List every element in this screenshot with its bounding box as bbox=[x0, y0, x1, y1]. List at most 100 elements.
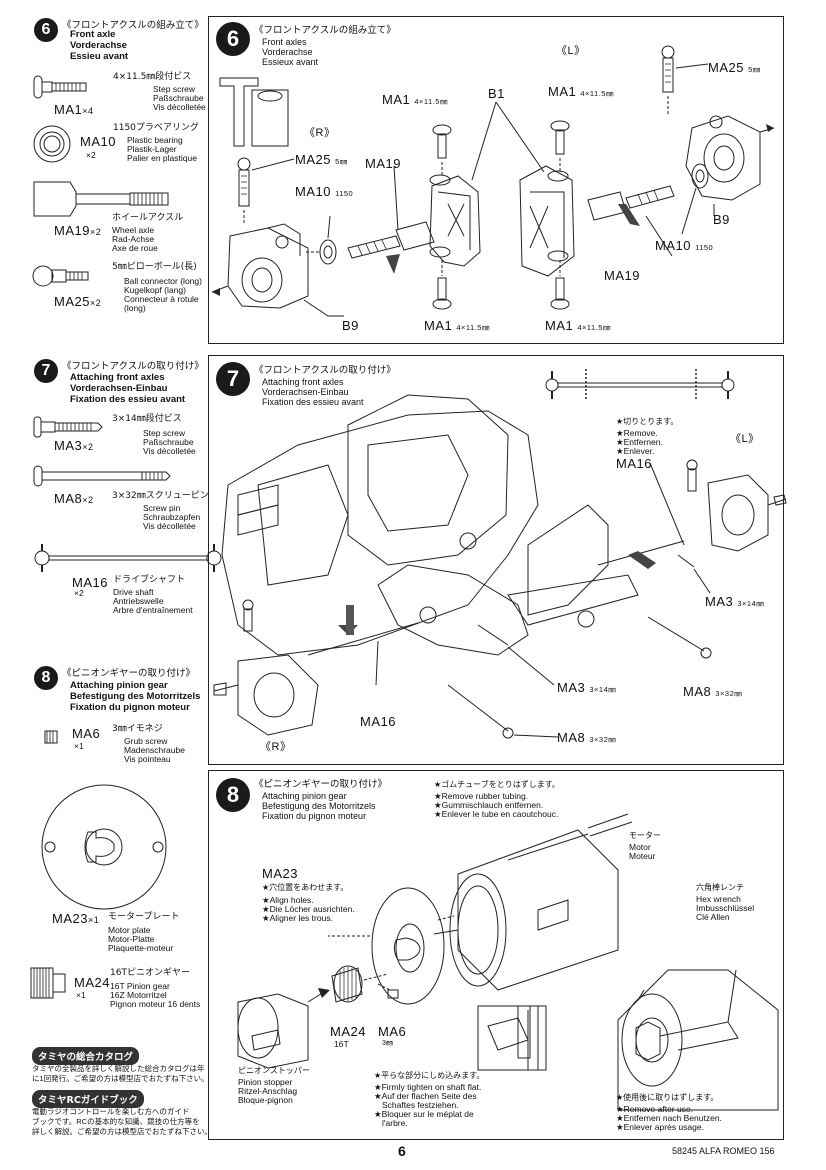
chassis-attach-diagram bbox=[213, 369, 787, 739]
part-name-fr: Plaquette-moteur bbox=[108, 943, 174, 953]
panel-6-title-de: Vorderachse bbox=[262, 47, 313, 57]
step-8-panel bbox=[208, 770, 784, 1140]
step-7-title-fr: Fixation des essieu avant bbox=[70, 394, 186, 405]
step-6-title-en: Front axle bbox=[70, 29, 116, 40]
ma6-sub: 3㎜ bbox=[382, 1040, 393, 1047]
catalog-banner: タミヤの総合カタログ bbox=[32, 1047, 140, 1065]
tighten-note-de1: ★Auf der flachen Seite des bbox=[374, 1091, 477, 1101]
tube-note-de: ★Gummischlauch entfernen. bbox=[434, 800, 544, 810]
part-name-fr2: (long) bbox=[124, 303, 146, 313]
ma23-label: MA23 bbox=[262, 866, 298, 881]
step-6-badge: 6 bbox=[34, 18, 58, 42]
part-name-jp: 3×32㎜スクリューピン bbox=[112, 491, 209, 501]
ma10-r-label: MA10 1150 bbox=[295, 184, 354, 199]
part-name-en: Plastic bearing bbox=[127, 135, 183, 145]
ma1-top-l-label: MA1 4×11.5㎜ bbox=[548, 84, 614, 99]
panel-7-title-de: Vorderachsen-Einbau bbox=[262, 387, 349, 397]
align-note-en: ★Align holes. bbox=[262, 895, 314, 905]
part-code: MA19×2 bbox=[54, 223, 102, 238]
align-note-jp: ★穴位置をあわせます。 bbox=[262, 883, 349, 892]
ma24-label: MA24 bbox=[330, 1024, 366, 1039]
hex-wrench-label-de: Imbusschlüssel bbox=[696, 903, 755, 913]
ma3-center-label: MA3 3×14㎜ bbox=[557, 680, 617, 695]
part-code: MA16 bbox=[72, 575, 108, 590]
part-name-de: Madenschraube bbox=[124, 745, 185, 755]
part-name-de: Kugelkopf (lang) bbox=[124, 285, 186, 295]
guidebook-text: ブックです。RCの基本的な知識、競技の仕方等を bbox=[32, 1117, 200, 1126]
part-name-fr: Arbre d'entraînement bbox=[113, 605, 193, 615]
panel-6-badge: 6 bbox=[216, 22, 250, 56]
drive-shaft-icon bbox=[34, 544, 222, 572]
part-name-fr: Vis décolletée bbox=[153, 102, 206, 112]
catalog-text: に1回発行。ご希望の方は模型店でおたずね下さい。 bbox=[32, 1074, 209, 1083]
part-code: MA24 bbox=[74, 975, 110, 990]
remove-note-en: ★Remove after use. bbox=[616, 1104, 694, 1114]
panel-8-title-fr: Fixation du pignon moteur bbox=[262, 811, 367, 821]
panel-7-title-en: Attaching front axles bbox=[262, 377, 344, 387]
hex-wrench-label-jp: 六角棒レンチ bbox=[696, 883, 744, 892]
ma8-center-label: MA8 3×32㎜ bbox=[557, 730, 617, 745]
motor-label-fr: Moteur bbox=[629, 851, 656, 861]
part-name-de: 16Z Motorritzel bbox=[110, 990, 167, 1000]
screw-pin-icon bbox=[33, 465, 171, 487]
step-6-title-fr: Essieu avant bbox=[70, 51, 129, 62]
panel-8-title-en: Attaching pinion gear bbox=[262, 791, 347, 801]
guidebook-text: 電動ラジオコントロールを楽しむ方へのガイド bbox=[32, 1107, 190, 1116]
tube-note-en: ★Remove rubber tubing. bbox=[434, 791, 529, 801]
step-screw-icon bbox=[33, 75, 87, 99]
step-8-badge: 8 bbox=[34, 666, 58, 690]
part-name-de: Paßschraube bbox=[153, 93, 204, 103]
align-note-fr: ★Aligner les trous. bbox=[262, 913, 333, 923]
ma1-top-r-label: MA1 4×11.5㎜ bbox=[382, 92, 448, 107]
part-name-jp: 3㎜イモネジ bbox=[112, 724, 163, 734]
part-name-de: Motor-Platte bbox=[108, 934, 155, 944]
part-name-en: Motor plate bbox=[108, 925, 151, 935]
part-name-jp: 4×11.5㎜段付ビス bbox=[113, 72, 192, 82]
part-qty: ×1 bbox=[74, 741, 84, 751]
part-name-jp: モータープレート bbox=[108, 912, 180, 922]
panel-7-title-fr: Fixation des essieu avant bbox=[262, 397, 364, 407]
ma25-left-label: MA25 5㎜ bbox=[295, 152, 348, 167]
b1-label: B1 bbox=[488, 86, 505, 101]
ma19-r-label: MA19 bbox=[365, 156, 401, 171]
ma16-top-label: MA16 bbox=[616, 456, 652, 471]
pinion-stopper-en: Pinion stopper bbox=[238, 1077, 293, 1087]
ball-connector-icon bbox=[32, 265, 89, 287]
catalog-text: タミヤの全製品を詳しく解説した総合カタログは年 bbox=[32, 1064, 205, 1073]
grub-screw-icon bbox=[44, 730, 58, 744]
remove-note-fr: ★Enlever après usage. bbox=[616, 1122, 704, 1132]
step-8-title-fr: Fixation du pignon moteur bbox=[70, 702, 190, 713]
ma3-right-label: MA3 3×14㎜ bbox=[705, 594, 765, 609]
step-7-panel bbox=[208, 355, 784, 765]
tighten-note-en: ★Firmly tighten on shaft flat. bbox=[374, 1082, 482, 1092]
page-number: 6 bbox=[398, 1143, 406, 1159]
part-name-fr: Pignon moteur 16 dents bbox=[110, 999, 201, 1009]
label-r: 《R》 bbox=[304, 127, 336, 139]
cut-note-jp: ★切りとります。 bbox=[616, 417, 679, 426]
part-name-en: Grub screw bbox=[124, 736, 168, 746]
align-note-de: ★Die Löcher ausrichten. bbox=[262, 904, 355, 914]
part-qty: ×2 bbox=[74, 588, 84, 598]
front-axle-assembly-diagram bbox=[211, 45, 775, 317]
part-name-en: Step screw bbox=[153, 84, 196, 94]
part-name-jp: 5㎜ピローボール(長) bbox=[112, 262, 197, 272]
part-name-jp: 3×14㎜段付ビス bbox=[112, 414, 182, 424]
guidebook-banner: タミヤRCガイドブック bbox=[32, 1090, 144, 1108]
ma25-right-label: MA25 5㎜ bbox=[708, 60, 761, 75]
ma19-l-label: MA19 bbox=[604, 268, 640, 283]
remove-note-de: ★Entfernen nach Benutzen. bbox=[616, 1113, 722, 1123]
ma6-label: MA6 bbox=[378, 1024, 407, 1039]
part-name-fr: Vis décolletée bbox=[143, 446, 196, 456]
panel-8-title-de: Befestigung des Motorritzels bbox=[262, 801, 376, 811]
part-code: MA10 bbox=[80, 134, 116, 149]
part-name-jp: ホイールアクスル bbox=[112, 213, 184, 223]
panel-7-title-jp: 《フロントアクスルの取り付け》 bbox=[254, 365, 396, 376]
part-name-en: 16T Pinion gear bbox=[110, 981, 170, 991]
part-name-fr: Vis pointeau bbox=[124, 754, 171, 764]
step-8-title-de: Befestigung des Motorritzels bbox=[70, 691, 201, 702]
part-name-de: Plastik-Lager bbox=[127, 144, 177, 154]
step-7-title-jp: 《フロントアクスルの取り付け》 bbox=[62, 361, 204, 372]
part-qty: ×2 bbox=[86, 150, 96, 160]
part-name-en: Wheel axle bbox=[112, 225, 155, 235]
step-6-title-de: Vorderachse bbox=[70, 40, 127, 51]
